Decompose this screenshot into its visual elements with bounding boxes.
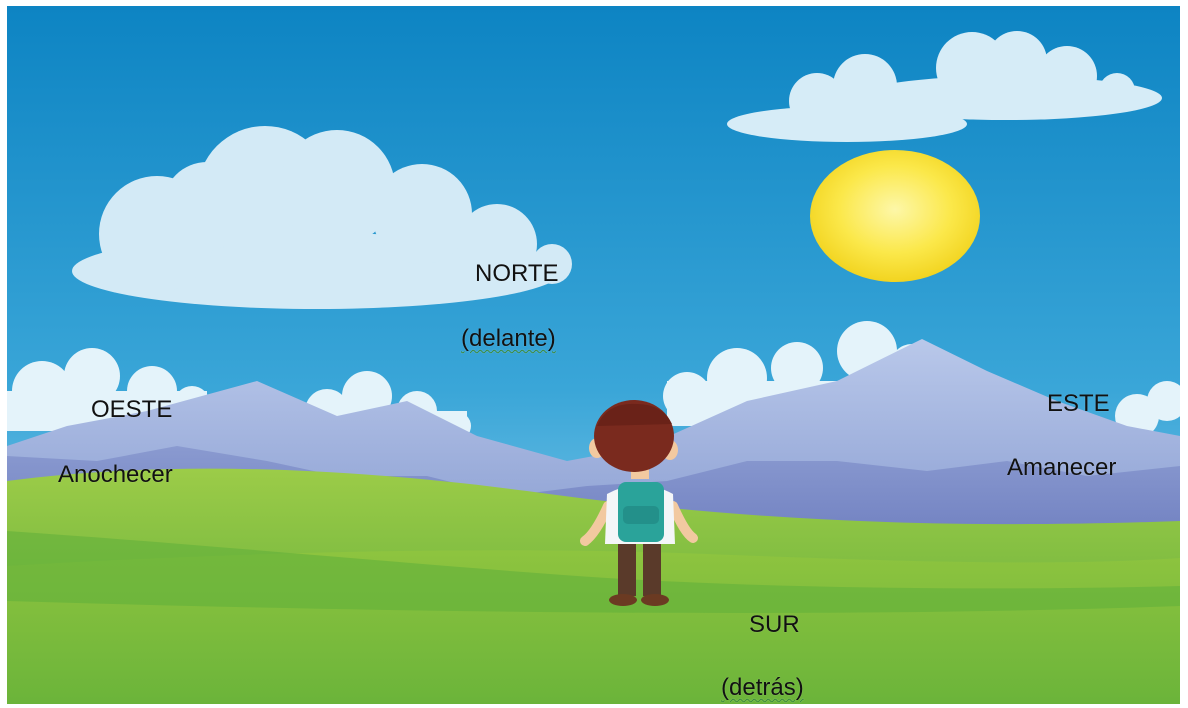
- scene-illustration: [7, 6, 1180, 704]
- grass-shadow: [7, 531, 1180, 613]
- cloud-left: [72, 126, 572, 309]
- south-note: (detrás): [721, 674, 804, 701]
- landscape-scene: NORTE (delante) OESTE Anochecer ESTE Ama…: [7, 6, 1180, 704]
- west-note: Anochecer: [58, 461, 173, 488]
- north-note: (delante): [461, 325, 556, 352]
- east-note: Amanecer: [1007, 454, 1117, 481]
- north-label: NORTE: [475, 260, 559, 287]
- west-label: OESTE: [91, 396, 173, 423]
- east-label: ESTE: [1047, 390, 1110, 417]
- south-label: SUR: [749, 611, 800, 638]
- sun: [810, 150, 980, 282]
- boy-figure: [580, 400, 698, 606]
- cloud-top-right: [727, 31, 1162, 142]
